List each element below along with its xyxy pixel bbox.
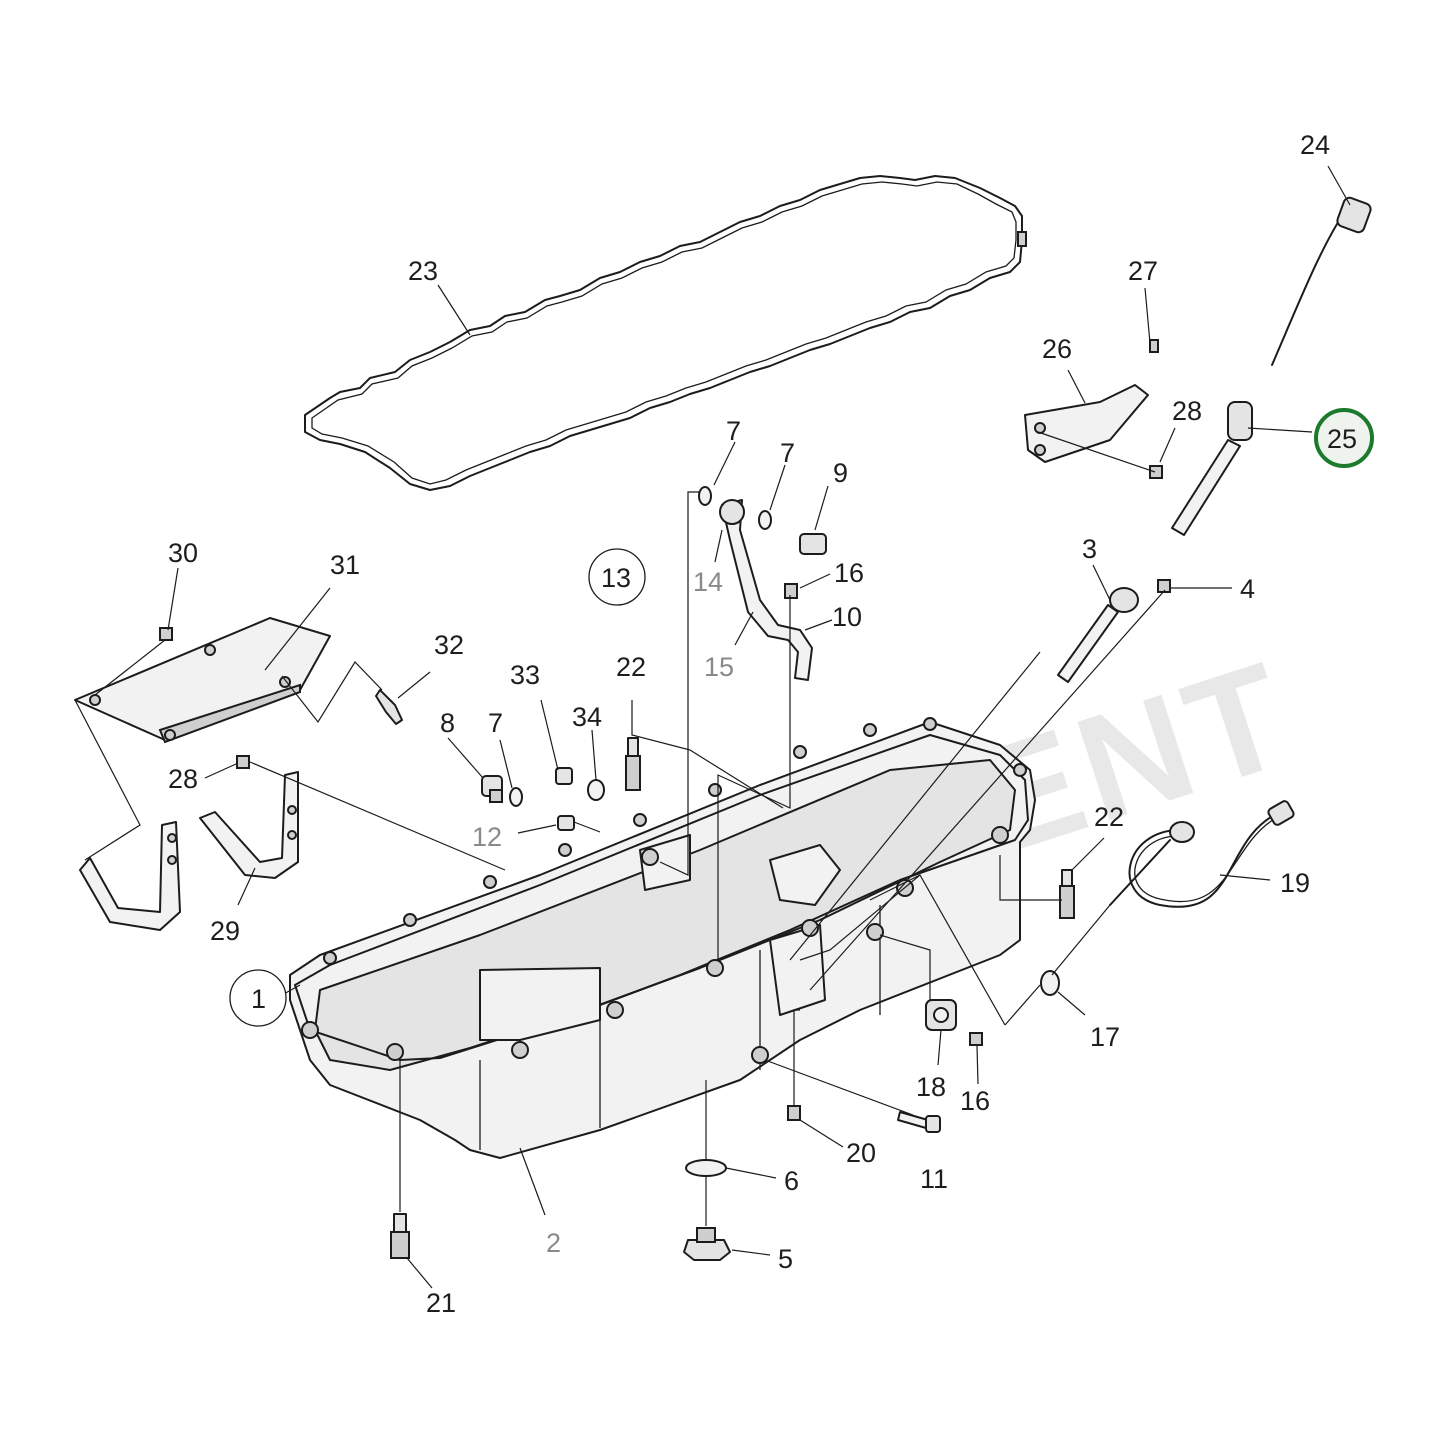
callout-7-upper-left[interactable]: 7 <box>726 416 741 446</box>
callout-11[interactable]: 11 <box>920 1164 948 1194</box>
callout-28-right[interactable]: 28 <box>1172 396 1202 426</box>
drain-plug-5[interactable] <box>683 1227 731 1261</box>
bolt-28-right[interactable] <box>1149 465 1163 479</box>
callout-13[interactable]: 13 <box>601 563 631 593</box>
plug-8[interactable] <box>481 775 503 803</box>
callout-16-lower[interactable]: 16 <box>960 1086 990 1116</box>
dipstick-guide-tube-25[interactable] <box>1171 401 1253 536</box>
callout-12[interactable]: 12 <box>472 822 502 852</box>
leader-lines <box>74 165 1351 1289</box>
callout-19[interactable]: 19 <box>1280 868 1310 898</box>
stud-22-right[interactable] <box>1059 869 1075 919</box>
seal-ring-7-upper-right[interactable] <box>758 510 772 530</box>
callout-15[interactable]: 15 <box>704 652 734 682</box>
banjo-bolt-9[interactable] <box>799 533 827 555</box>
bolt-16-upper[interactable] <box>784 583 798 599</box>
callout-26[interactable]: 26 <box>1042 334 1072 364</box>
bolt-20[interactable] <box>787 1105 801 1121</box>
callout-2[interactable]: 2 <box>546 1228 561 1258</box>
callout-8[interactable]: 8 <box>440 708 455 738</box>
cover-plate-18[interactable] <box>925 999 957 1031</box>
dipstick-tube-3[interactable] <box>1057 587 1139 683</box>
callout-23[interactable]: 23 <box>408 256 438 286</box>
bolt-4[interactable] <box>1157 579 1171 593</box>
callout-24[interactable]: 24 <box>1300 130 1330 160</box>
stud-22-center[interactable] <box>625 737 641 791</box>
sensor-plug-32[interactable] <box>375 689 403 725</box>
bracket-26[interactable] <box>1024 384 1149 463</box>
callout-28-left[interactable]: 28 <box>168 764 198 794</box>
callout-22-right[interactable]: 22 <box>1094 802 1124 832</box>
adapter-12[interactable] <box>557 815 575 831</box>
bolt-30[interactable] <box>159 627 173 641</box>
callout-32[interactable]: 32 <box>434 630 464 660</box>
callout-22-center[interactable]: 22 <box>616 652 646 682</box>
callout-7-center[interactable]: 7 <box>488 708 503 738</box>
o-ring-6[interactable] <box>685 1159 727 1177</box>
seal-ring-17[interactable] <box>1040 970 1060 996</box>
callout-30[interactable]: 30 <box>168 538 198 568</box>
callout-6[interactable]: 6 <box>784 1166 799 1196</box>
callout-20[interactable]: 20 <box>846 1138 876 1168</box>
oil-sensor-19[interactable] <box>1109 800 1295 908</box>
callout-31[interactable]: 31 <box>330 550 360 580</box>
callout-33[interactable]: 33 <box>510 660 540 690</box>
oil-pan-2[interactable] <box>289 717 1036 1159</box>
bolt-16-lower[interactable] <box>969 1032 983 1046</box>
callout-3[interactable]: 3 <box>1082 534 1097 564</box>
plug-33[interactable] <box>555 767 573 785</box>
callout-17[interactable]: 17 <box>1090 1022 1120 1052</box>
callout-labels: 23 24 27 26 28 25 3 4 7 7 9 13 14 16 10 … <box>168 130 1374 1318</box>
callout-16-upper[interactable]: 16 <box>834 558 864 588</box>
callout-18[interactable]: 18 <box>916 1072 946 1102</box>
clip-27[interactable] <box>1149 339 1159 353</box>
callout-10[interactable]: 10 <box>832 602 862 632</box>
callout-1-ring <box>229 969 287 1027</box>
bolt-11[interactable] <box>897 1111 941 1133</box>
callout-5[interactable]: 5 <box>778 1244 793 1274</box>
callout-34[interactable]: 34 <box>572 702 602 732</box>
callout-13-ring <box>588 548 646 606</box>
callout-1[interactable]: 1 <box>251 984 266 1014</box>
dipstick-24[interactable] <box>1271 196 1372 366</box>
stud-21[interactable] <box>390 1213 410 1259</box>
callout-7-upper-right[interactable]: 7 <box>780 438 795 468</box>
callout-25-highlight-ring <box>1314 408 1374 468</box>
callout-25[interactable]: 25 <box>1327 424 1357 454</box>
bracket-29[interactable] <box>79 771 299 931</box>
callout-9[interactable]: 9 <box>833 458 848 488</box>
o-ring-34[interactable] <box>587 779 605 801</box>
seal-ring-7-center[interactable] <box>509 787 523 807</box>
gasket-23[interactable] <box>304 175 1027 491</box>
seal-ring-7-upper-left[interactable] <box>698 486 712 506</box>
cover-plate-31[interactable] <box>74 617 331 744</box>
callout-14[interactable]: 14 <box>693 567 723 597</box>
bolt-28-left[interactable] <box>236 755 250 769</box>
callout-29[interactable]: 29 <box>210 916 240 946</box>
callout-4[interactable]: 4 <box>1240 574 1255 604</box>
callout-21[interactable]: 21 <box>426 1288 456 1318</box>
callout-27[interactable]: 27 <box>1128 256 1158 286</box>
